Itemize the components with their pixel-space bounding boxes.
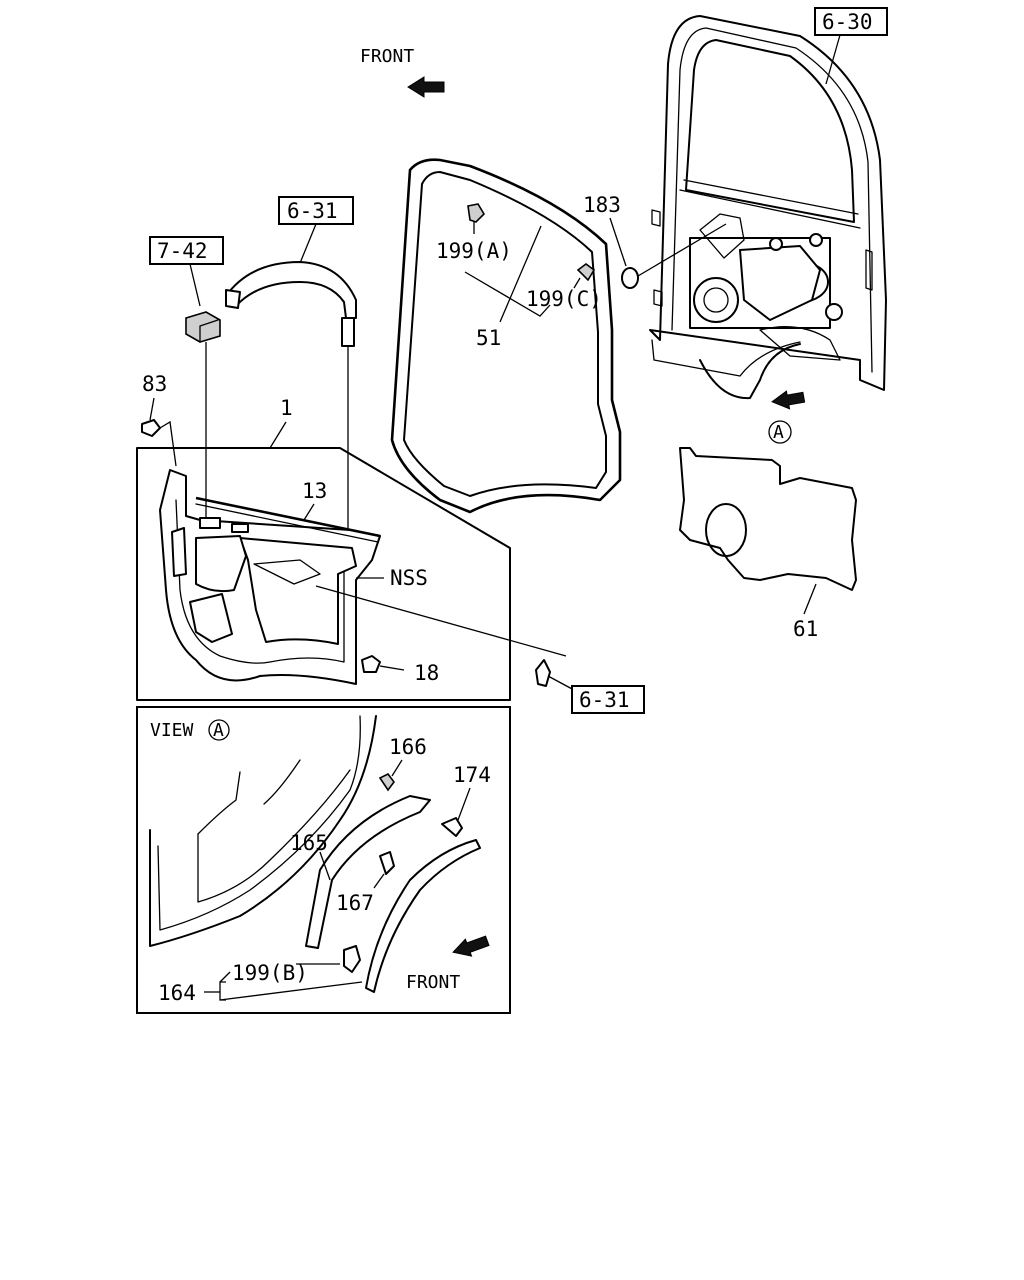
part-199c-label: 199(C) [526, 287, 602, 311]
front-label-view: FRONT [406, 972, 460, 993]
ref-6-31-bottom-label: 6-31 [579, 688, 630, 712]
part-83-screw: 83 [141, 372, 177, 467]
nss-label: NSS [390, 566, 428, 590]
part-61-label: 61 [793, 617, 818, 641]
part-183-plug: 183 [583, 193, 727, 289]
part-83-label: 83 [142, 372, 167, 396]
ref-6-30-label: 6-30 [822, 10, 873, 34]
front-callout-top: FRONT [360, 46, 445, 98]
ref-box-6-30: 6-30 [814, 7, 888, 85]
door-frame [649, 15, 887, 400]
switch-part [185, 311, 221, 343]
ref-6-31-top-label: 6-31 [287, 199, 338, 223]
part-167-label: 167 [336, 891, 374, 915]
part-183-label: 183 [583, 193, 621, 217]
trim-panel-box: 1 13 NSS 18 [136, 342, 567, 701]
part-199b-label: 199(B) [232, 961, 308, 985]
front-label-top: FRONT [360, 46, 414, 67]
marker-a-label: A [773, 422, 784, 443]
part-166-label: 166 [389, 735, 427, 759]
assist-grip [225, 261, 357, 347]
ref-box-6-31-top: 6-31 [278, 196, 354, 269]
ref-box-7-42: 7-42 [149, 236, 224, 307]
part-61-pad: 61 [679, 447, 857, 641]
view-a-arrow: A [768, 390, 806, 444]
view-a-box: VIEW A 166 174 165 167 199(B) [136, 706, 511, 1014]
part-1-label: 1 [280, 396, 293, 420]
ref-box-6-31-bottom: 6-31 [535, 659, 645, 714]
part-174-label: 174 [453, 763, 491, 787]
view-marker-label: A [213, 720, 224, 741]
part-164-label: 164 [158, 981, 196, 1005]
part-165-label: 165 [290, 831, 328, 855]
part-199a-label: 199(A) [436, 239, 512, 263]
part-51-weatherstrip: 51 [390, 158, 622, 514]
part-51-label: 51 [476, 326, 501, 350]
view-label: VIEW [150, 720, 194, 741]
ref-7-42-label: 7-42 [157, 239, 208, 263]
part-199c-clip: 199(C) [526, 263, 602, 311]
part-13-label: 13 [302, 479, 327, 503]
part-199a-clip: 199(A) [436, 203, 551, 317]
front-arrow-top [407, 76, 445, 98]
part-18-label: 18 [414, 661, 439, 685]
